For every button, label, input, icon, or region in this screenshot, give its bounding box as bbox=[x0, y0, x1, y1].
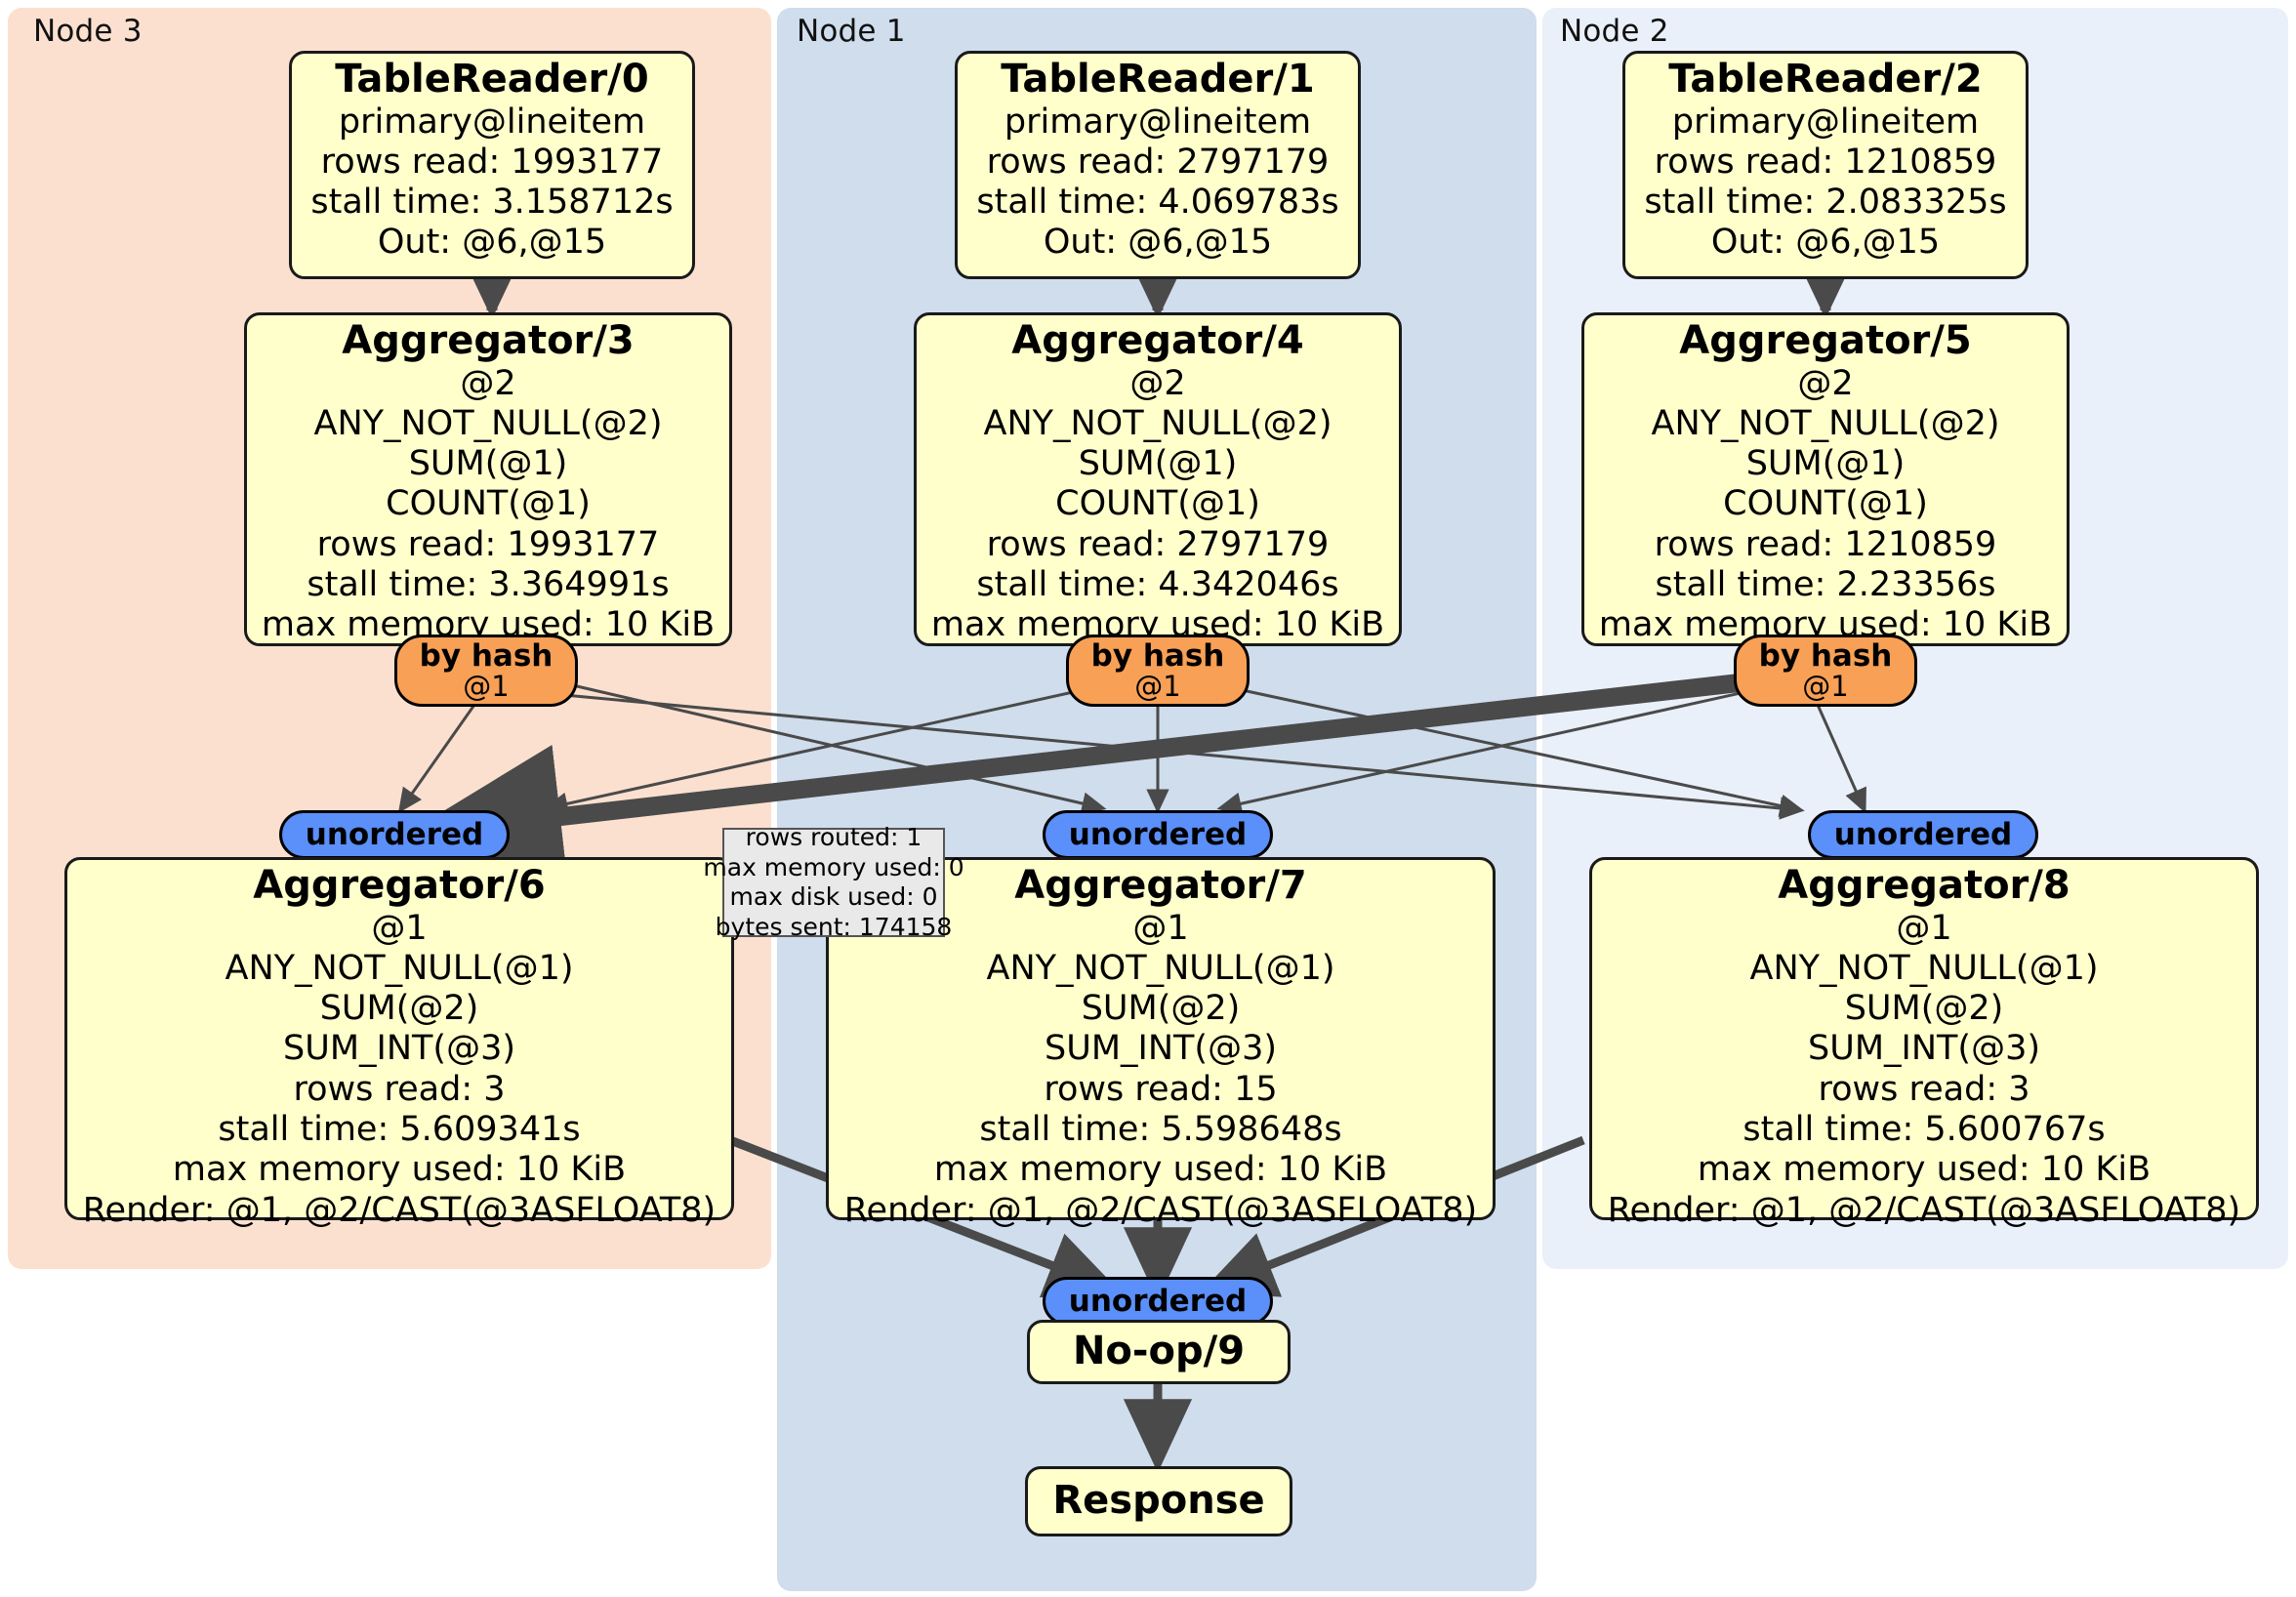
node-render: Render: @1, @2/CAST(@3ASFLOAT8) bbox=[82, 1190, 717, 1230]
node-rows-read: rows read: 1210859 bbox=[1654, 524, 1997, 564]
node-rows-read: rows read: 1993177 bbox=[320, 142, 664, 182]
node-group: @1 bbox=[371, 908, 428, 948]
node-max-memory: max memory used: 10 KiB bbox=[1697, 1150, 2152, 1190]
node-stall-time: stall time: 3.364991s bbox=[307, 565, 670, 605]
node-agg-2: SUM(@1) bbox=[1078, 444, 1238, 484]
node-title: TableReader/2 bbox=[1668, 57, 1983, 102]
stream-unordered-left[interactable]: unordered bbox=[279, 810, 510, 859]
router-column: @1 bbox=[1134, 670, 1181, 704]
node-title: Aggregator/3 bbox=[342, 318, 635, 363]
node-aggregator-3[interactable]: Aggregator/3 @2 ANY_NOT_NULL(@2) SUM(@1)… bbox=[244, 312, 732, 646]
cluster-label-node-3: Node 3 bbox=[33, 14, 143, 49]
node-stall-time: stall time: 5.600767s bbox=[1742, 1110, 2106, 1150]
node-agg-2: SUM(@1) bbox=[408, 444, 568, 484]
router-title: by hash bbox=[1090, 637, 1225, 674]
node-rows-read: rows read: 3 bbox=[293, 1069, 506, 1109]
node-aggregator-5[interactable]: Aggregator/5 @2 ANY_NOT_NULL(@2) SUM(@1)… bbox=[1581, 312, 2070, 646]
node-agg-2: SUM(@2) bbox=[319, 989, 479, 1029]
node-agg-3: SUM_INT(@3) bbox=[1045, 1029, 1277, 1069]
node-title: Aggregator/5 bbox=[1679, 318, 1972, 363]
router-by-hash-2[interactable]: by hash @1 bbox=[1734, 635, 1917, 707]
node-stall-time: stall time: 4.069783s bbox=[976, 183, 1339, 223]
router-by-hash-1[interactable]: by hash @1 bbox=[1066, 635, 1250, 707]
stream-unordered-center[interactable]: unordered bbox=[1043, 810, 1273, 859]
node-title: Response bbox=[1052, 1478, 1265, 1524]
node-agg-3: COUNT(@1) bbox=[1723, 484, 1928, 524]
node-agg-3: COUNT(@1) bbox=[1055, 484, 1260, 524]
node-agg-3: SUM_INT(@3) bbox=[283, 1029, 515, 1069]
node-agg-1: ANY_NOT_NULL(@2) bbox=[313, 403, 663, 443]
node-table-reader-2[interactable]: TableReader/2 primary@lineitem rows read… bbox=[1622, 51, 2029, 279]
node-table-reader-0[interactable]: TableReader/0 primary@lineitem rows read… bbox=[289, 51, 695, 279]
node-out: Out: @6,@15 bbox=[1710, 223, 1941, 263]
node-table: primary@lineitem bbox=[1671, 102, 1980, 142]
node-agg-1: ANY_NOT_NULL(@2) bbox=[983, 403, 1332, 443]
node-render: Render: @1, @2/CAST(@3ASFLOAT8) bbox=[843, 1190, 1478, 1230]
node-rows-read: rows read: 1993177 bbox=[316, 524, 660, 564]
node-stall-time: stall time: 4.342046s bbox=[976, 565, 1339, 605]
cluster-label-node-1: Node 1 bbox=[797, 14, 906, 49]
node-title: Aggregator/4 bbox=[1011, 318, 1304, 363]
node-agg-2: SUM(@2) bbox=[1844, 989, 2004, 1029]
node-agg-2: SUM(@2) bbox=[1081, 989, 1241, 1029]
stat-bytes-sent: bytes sent: 174158 bbox=[715, 912, 953, 941]
router-column: @1 bbox=[1802, 670, 1849, 704]
node-aggregator-6[interactable]: Aggregator/6 @1 ANY_NOT_NULL(@1) SUM(@2)… bbox=[64, 857, 734, 1230]
router-title: by hash bbox=[1758, 637, 1893, 674]
node-title: Aggregator/7 bbox=[1014, 863, 1307, 908]
node-rows-read: rows read: 15 bbox=[1044, 1069, 1278, 1109]
node-title: No-op/9 bbox=[1072, 1329, 1246, 1374]
node-agg-1: ANY_NOT_NULL(@2) bbox=[1651, 403, 2000, 443]
node-table-reader-1[interactable]: TableReader/1 primary@lineitem rows read… bbox=[955, 51, 1361, 279]
stat-max-memory-used: max memory used: 0 bbox=[703, 852, 964, 881]
node-agg-3: COUNT(@1) bbox=[386, 484, 591, 524]
node-stall-time: stall time: 2.083325s bbox=[1644, 183, 2007, 223]
edge-stats-tooltip: rows routed: 1 max memory used: 0 max di… bbox=[703, 823, 964, 941]
node-max-memory: max memory used: 10 KiB bbox=[172, 1150, 627, 1190]
node-agg-1: ANY_NOT_NULL(@1) bbox=[986, 948, 1335, 988]
node-group: @1 bbox=[1896, 908, 1952, 948]
node-render: Render: @1, @2/CAST(@3ASFLOAT8) bbox=[1607, 1190, 2241, 1230]
router-title: by hash bbox=[419, 637, 554, 674]
node-agg-1: ANY_NOT_NULL(@1) bbox=[225, 948, 574, 988]
router-column: @1 bbox=[463, 670, 510, 704]
stream-unordered-right[interactable]: unordered bbox=[1808, 810, 2038, 859]
node-stall-time: stall time: 2.23356s bbox=[1655, 565, 1996, 605]
node-title: TableReader/0 bbox=[335, 57, 649, 102]
node-rows-read: rows read: 3 bbox=[1818, 1069, 2030, 1109]
node-agg-3: SUM_INT(@3) bbox=[1808, 1029, 2040, 1069]
edge-reader-to-agg bbox=[461, 254, 1857, 319]
router-by-hash-0[interactable]: by hash @1 bbox=[394, 635, 578, 707]
node-aggregator-7[interactable]: Aggregator/7 @1 ANY_NOT_NULL(@1) SUM(@2)… bbox=[826, 857, 1496, 1230]
node-aggregator-4[interactable]: Aggregator/4 @2 ANY_NOT_NULL(@2) SUM(@1)… bbox=[914, 312, 1402, 646]
node-no-op-9[interactable]: No-op/9 bbox=[1027, 1320, 1291, 1384]
node-response[interactable]: Response bbox=[1025, 1466, 1292, 1536]
node-rows-read: rows read: 1210859 bbox=[1654, 142, 1997, 182]
node-stall-time: stall time: 3.158712s bbox=[310, 183, 674, 223]
node-max-memory: max memory used: 10 KiB bbox=[933, 1150, 1388, 1190]
node-title: Aggregator/6 bbox=[253, 863, 546, 908]
node-out: Out: @6,@15 bbox=[377, 223, 607, 263]
node-table: primary@lineitem bbox=[338, 102, 646, 142]
stream-unordered-final[interactable]: unordered bbox=[1043, 1277, 1273, 1326]
node-rows-read: rows read: 2797179 bbox=[986, 142, 1330, 182]
node-agg-2: SUM(@1) bbox=[1745, 444, 1906, 484]
node-table: primary@lineitem bbox=[1004, 102, 1312, 142]
node-agg-1: ANY_NOT_NULL(@1) bbox=[1749, 948, 2099, 988]
node-title: TableReader/1 bbox=[1001, 57, 1315, 102]
node-group: @2 bbox=[460, 363, 516, 403]
node-rows-read: rows read: 2797179 bbox=[986, 524, 1330, 564]
node-group: @2 bbox=[1797, 363, 1854, 403]
node-title: Aggregator/8 bbox=[1778, 863, 2070, 908]
node-stall-time: stall time: 5.609341s bbox=[218, 1110, 581, 1150]
stat-max-disk-used: max disk used: 0 bbox=[729, 882, 938, 911]
node-group: @1 bbox=[1132, 908, 1189, 948]
cluster-label-node-2: Node 2 bbox=[1560, 14, 1669, 49]
node-aggregator-8[interactable]: Aggregator/8 @1 ANY_NOT_NULL(@1) SUM(@2)… bbox=[1589, 857, 2259, 1230]
edge-router2-to-stream0-highlight bbox=[405, 668, 1788, 889]
node-stall-time: stall time: 5.598648s bbox=[979, 1110, 1342, 1150]
stat-rows-routed: rows routed: 1 bbox=[745, 823, 922, 851]
node-group: @2 bbox=[1129, 363, 1186, 403]
node-out: Out: @6,@15 bbox=[1043, 223, 1273, 263]
